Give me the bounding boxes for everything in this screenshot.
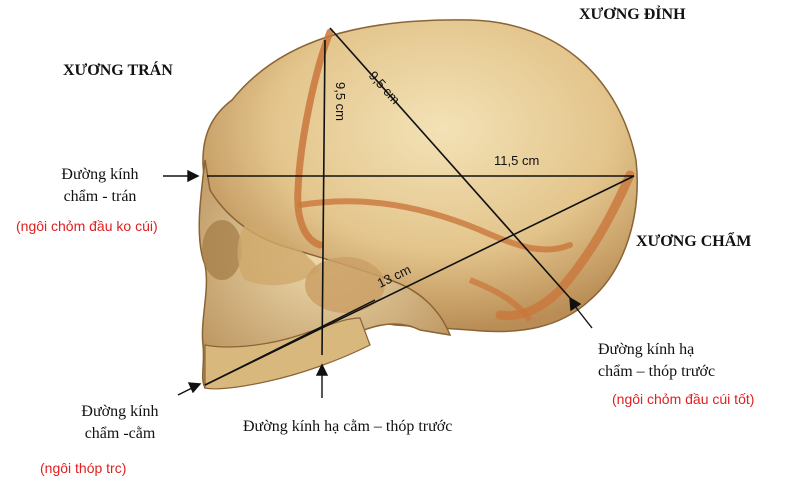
ear-region (305, 257, 385, 313)
line-chin-to-vertical (204, 299, 376, 386)
occipitofrontal-line2: chẩm - trán (63, 188, 137, 205)
suboccipitobregmatic-line2: chẩm – thóp trước (598, 363, 716, 380)
line-occipitomental (204, 175, 635, 386)
arrow-occipitomental (177, 382, 202, 396)
occipital-fontanelle (468, 277, 533, 322)
label-occipitofrontal: Đường kính chẩm - trán (40, 164, 160, 208)
arrow-suboccipitobregmatic (569, 296, 593, 329)
orbit (202, 220, 242, 280)
measurement-horizontal: 11,5 cm (494, 153, 539, 168)
note-occipitomental: (ngôi thóp trc) (40, 460, 127, 476)
line-vertical-95 (321, 39, 326, 356)
label-occipital-bone: XƯƠNG CHẨM (636, 233, 752, 250)
measurement-vertical: 9,5 cm (333, 82, 348, 121)
jaw-shape (204, 317, 371, 390)
occipitomental-line1: Đường kính (81, 403, 159, 420)
label-submentobregmatic: Đường kính hạ cằm – thóp trước (243, 418, 453, 435)
label-frontal-bone: XƯƠNG TRÁN (63, 62, 173, 79)
occipitomental-line2: chẩm -cằm (84, 425, 156, 442)
line-diag-95 (329, 27, 571, 299)
suboccipitobregmatic-line1: Đường kính hạ (598, 341, 695, 358)
arrow-occipitofrontal (163, 169, 200, 183)
label-occipitomental: Đường kính chẩm -cằm (60, 401, 180, 445)
occipitofrontal-line1: Đường kính (61, 166, 139, 183)
cheek-shading (237, 225, 320, 286)
coronal-suture (294, 28, 334, 249)
note-occipitofrontal: (ngôi chỏm đầu ko cúi) (16, 218, 158, 234)
note-suboccipitobregmatic: (ngôi chỏm đầu cúi tốt) (612, 391, 755, 407)
label-suboccipitobregmatic: Đường kính hạ chẩm – thóp trước (598, 339, 715, 383)
arrow-submentobregmatic (315, 363, 329, 398)
squamosal-suture (297, 198, 573, 253)
label-parietal-bone: XƯƠNG ĐỈNH (579, 6, 686, 23)
